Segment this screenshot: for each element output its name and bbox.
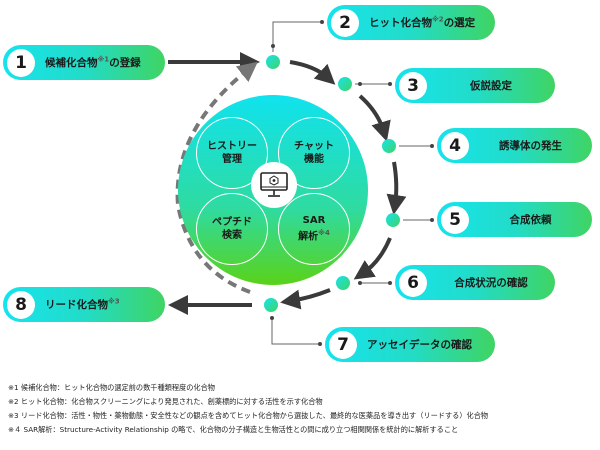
- step-label: 候補化合物※1の登録: [45, 55, 141, 70]
- step-label: リード化合物※3: [45, 297, 120, 312]
- step-label: 合成状況の確認: [454, 277, 528, 289]
- step-4-pill: 4 誘導体の発生: [437, 128, 592, 163]
- footnote-4: ※４ SAR解析：Structure-Activity Relationship…: [8, 425, 459, 434]
- step-label: 合成依頼: [509, 214, 552, 226]
- step-label: アッセイデータの確認: [367, 339, 472, 351]
- computer-molecule-icon: [251, 162, 297, 208]
- footnote-3: ※3 リード化合物：活性・物性・薬物動態・安全性などの観点を含めてヒット化合物か…: [8, 411, 489, 420]
- step-label: ヒット化合物※2の選定: [369, 15, 476, 30]
- step-2-pill: 2 ヒット化合物※2の選定: [327, 5, 495, 40]
- footnotes: ※1 候補化合物：ヒット化合物の選定前の数千種類程度の化合物 ※2 ヒット化合物…: [8, 381, 488, 437]
- step-1-pill: 1 候補化合物※1の登録: [3, 45, 165, 80]
- step-6-pill: 6 合成状況の確認: [395, 265, 555, 300]
- step-number: 1: [7, 48, 35, 77]
- step-label: 仮説設定: [470, 80, 512, 92]
- step-number: 3: [399, 71, 427, 100]
- step-number: 7: [329, 330, 357, 359]
- step-number: 5: [441, 205, 469, 234]
- footnote-2: ※2 ヒット化合物：化合物スクリーニングにより発見された、創薬標的に対する活性を…: [8, 397, 323, 406]
- step-number: 2: [331, 8, 359, 37]
- footnote-1: ※1 候補化合物：ヒット化合物の選定前の数千種類程度の化合物: [8, 383, 215, 392]
- feature-history: ヒストリー管理: [196, 117, 268, 189]
- step-number: 6: [399, 268, 427, 297]
- step-3-pill: 3 仮説設定: [395, 68, 555, 103]
- step-label: 誘導体の発生: [499, 140, 562, 152]
- step-number: 8: [7, 290, 35, 319]
- feature-peptide-search: ペプチド検索: [196, 193, 268, 265]
- step-8-pill: 8 リード化合物※3: [3, 287, 165, 322]
- step-5-pill: 5 合成依頼: [437, 202, 592, 237]
- feature-chat: チャット機能: [278, 117, 350, 189]
- step-number: 4: [441, 131, 469, 160]
- step-7-pill: 7 アッセイデータの確認: [325, 327, 495, 362]
- node-dot: [266, 55, 280, 69]
